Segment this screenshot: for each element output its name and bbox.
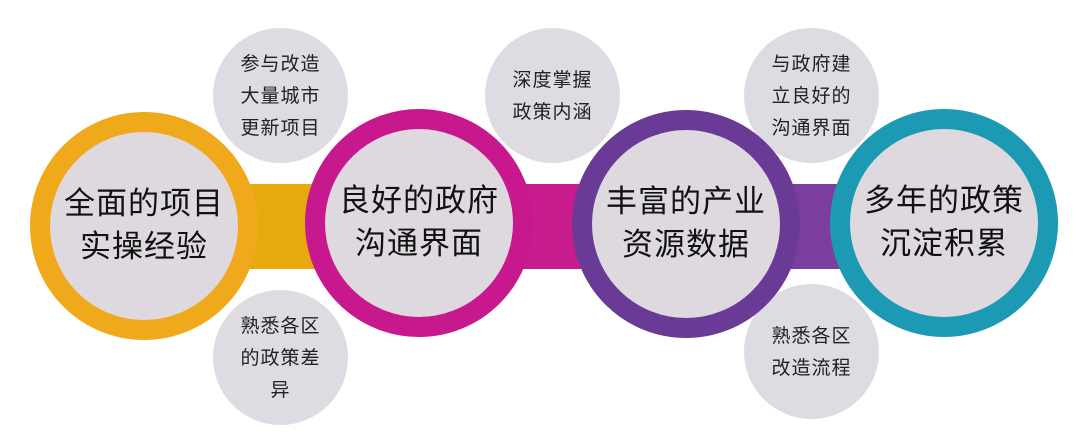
pillar-government-interface: 良好的政府 沟通界面 — [305, 109, 533, 337]
note-line: 更新项目 — [240, 116, 321, 139]
note-line: 改造流程 — [771, 356, 852, 379]
note-line: 异 — [270, 378, 291, 401]
pillar-title: 多年的政策 沉淀积累 — [864, 180, 1024, 266]
note-line: 深度掌握 — [512, 68, 593, 91]
note-line: 与政府建 — [771, 52, 852, 75]
note-line: 的政策差 — [240, 346, 321, 369]
pillar-title-line: 全面的项目 — [64, 186, 224, 222]
pillar-title-line: 资源数据 — [622, 227, 750, 263]
note-line: 大量城市 — [240, 84, 321, 107]
pillar-title: 良好的政府 沟通界面 — [339, 180, 499, 266]
pillar-title-line: 丰富的产业 — [606, 184, 766, 220]
note-line: 立良好的 — [771, 84, 852, 107]
note-government-relations: 与政府建 立良好的 沟通界面 — [744, 28, 879, 163]
note-line: 熟悉各区 — [771, 324, 852, 347]
note-district-policy-differences: 熟悉各区 的政策差 异 — [213, 290, 348, 425]
pillar-industry-resources: 丰富的产业 资源数据 — [572, 110, 800, 338]
pillar-title: 丰富的产业 资源数据 — [606, 181, 766, 267]
pillar-title: 全面的项目 实操经验 — [64, 183, 224, 269]
note-policy-understanding: 深度掌握 政策内涵 — [485, 28, 620, 163]
note-line: 政策内涵 — [512, 100, 593, 123]
note-line: 参与改造 — [240, 52, 321, 75]
pillar-title-line: 沉淀积累 — [880, 226, 1008, 262]
pillar-title-line: 多年的政策 — [864, 183, 1024, 219]
pillar-title-line: 沟通界面 — [355, 226, 483, 262]
note-renovation-process: 熟悉各区 改造流程 — [744, 284, 879, 419]
note-line: 沟通界面 — [771, 116, 852, 139]
note-renovation-projects: 参与改造 大量城市 更新项目 — [213, 28, 348, 163]
pillar-project-experience: 全面的项目 实操经验 — [30, 112, 258, 340]
pillar-title-line: 良好的政府 — [339, 183, 499, 219]
pillar-policy-accumulation: 多年的政策 沉淀积累 — [830, 109, 1058, 337]
pillar-title-line: 实操经验 — [80, 229, 208, 265]
note-line: 熟悉各区 — [240, 314, 321, 337]
